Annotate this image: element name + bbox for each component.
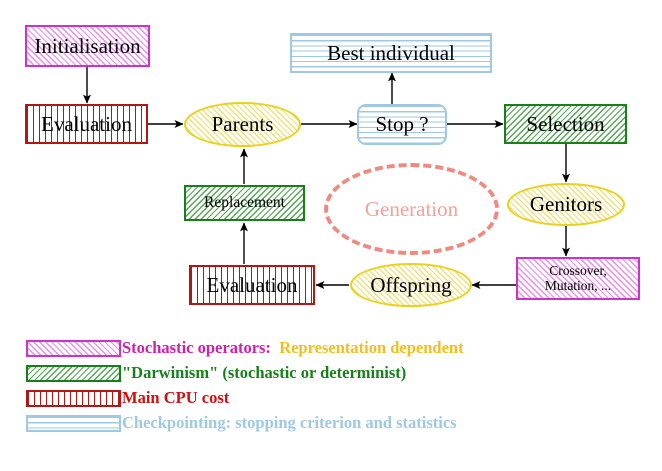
- legend-row: Checkpointing: stopping criterion and st…: [0, 413, 662, 440]
- node-best-individual-label: Best individual: [327, 40, 455, 65]
- node-replacement-label: Replacement: [204, 193, 285, 211]
- node-stop-label: Stop ?: [375, 112, 429, 137]
- node-offspring-label: Offspring: [370, 272, 452, 297]
- legend-text-alt: Representation dependent: [270, 338, 464, 357]
- legend-swatch-checkpointing: [26, 415, 121, 432]
- node-selection-label: Selection: [526, 111, 605, 136]
- node-generation-annotation: Generation: [324, 163, 499, 255]
- legend-row: "Darwinism" (stochastic or determinist): [0, 363, 662, 390]
- node-best-individual[interactable]: Best individual: [290, 33, 492, 73]
- node-crossover-mutation[interactable]: Crossover, Mutation, ...: [516, 257, 640, 300]
- legend-swatch-main-cpu-cost: [26, 390, 121, 407]
- legend-swatch-darwinism: [26, 365, 121, 382]
- node-evaluation-bottom[interactable]: Evaluation: [189, 265, 315, 305]
- node-parents-label: Parents: [211, 112, 274, 137]
- node-selection[interactable]: Selection: [504, 104, 627, 144]
- legend-row: Main CPU cost: [0, 388, 662, 415]
- node-crossover-mutation-label: Crossover, Mutation, ...: [544, 263, 612, 293]
- legend-text-main: Stochastic operators:: [122, 338, 271, 357]
- node-genitors-label: Genitors: [529, 192, 603, 217]
- node-parents[interactable]: Parents: [184, 102, 301, 147]
- node-initialisation[interactable]: Initialisation: [25, 25, 150, 67]
- legend-swatch-stochastic-operators: [26, 340, 121, 357]
- legend-label-main-cpu-cost: Main CPU cost: [122, 388, 230, 407]
- node-offspring[interactable]: Offspring: [350, 263, 472, 307]
- node-replacement[interactable]: Replacement: [184, 185, 305, 221]
- node-genitors[interactable]: Genitors: [507, 183, 625, 226]
- node-evaluation-top-label: Evaluation: [41, 111, 132, 136]
- legend-label-stochastic-operators: Stochastic operators: Representation dep…: [122, 338, 464, 358]
- legend-row: Stochastic operators: Representation dep…: [0, 338, 662, 365]
- legend-label-checkpointing: Checkpointing: stopping criterion and st…: [122, 413, 457, 432]
- node-generation-label: Generation: [364, 196, 459, 221]
- legend-label-darwinism: "Darwinism" (stochastic or determinist): [122, 363, 407, 382]
- legend: Stochastic operators: Representation dep…: [0, 338, 662, 440]
- node-evaluation-bottom-label: Evaluation: [206, 272, 298, 297]
- node-evaluation-top[interactable]: Evaluation: [25, 104, 148, 144]
- node-stop[interactable]: Stop ?: [357, 104, 447, 145]
- node-initialisation-label: Initialisation: [34, 33, 141, 58]
